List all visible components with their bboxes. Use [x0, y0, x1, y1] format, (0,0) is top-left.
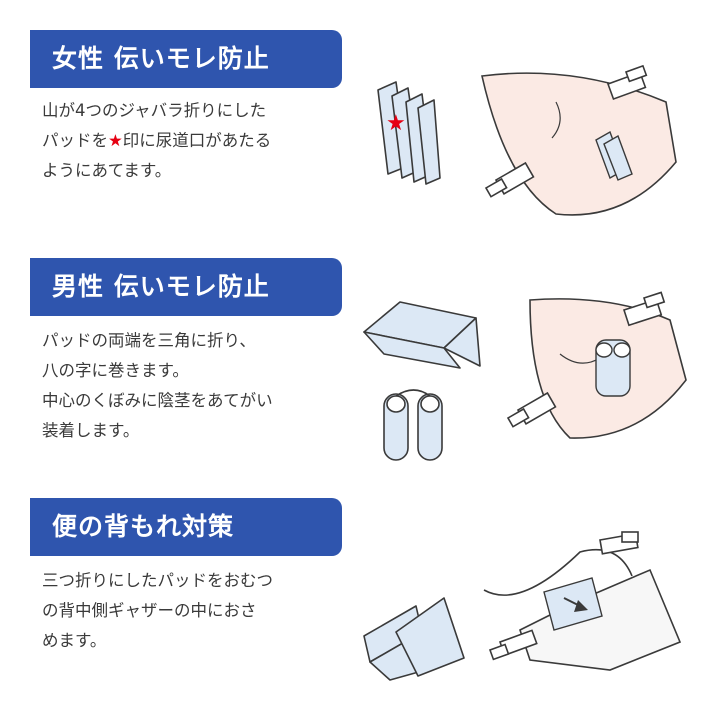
section-description-male: パッドの両端を三角に折り、 八の字に巻きます。 中心のくぼみに陰茎をあてがい 装…: [42, 326, 342, 446]
section-title-female: 女性 伝いモレ防止: [30, 30, 342, 88]
triangle-pad-icon: [363, 301, 481, 369]
rolled-pad-icon: [383, 389, 443, 461]
desc-line: 装着します。: [42, 421, 140, 440]
section-description-female: 山が4つのジャバラ折りにした パッドを★印に尿道口があたる ようにあてます。: [42, 96, 342, 186]
section-description-back: 三つ折りにしたパッドをおむつ の背中側ギャザーの中におさ めます。: [42, 566, 342, 656]
star-icon: ★: [386, 111, 406, 136]
desc-line: めます。: [42, 631, 107, 650]
star-mark: ★: [108, 131, 123, 150]
section-title-back: 便の背もれ対策: [30, 498, 342, 556]
female-body-with-pad-icon: [481, 64, 677, 216]
section-title-male: 男性 伝いモレ防止: [30, 258, 342, 316]
desc-line: 八の字に巻きます。: [42, 361, 189, 380]
desc-line: 中心のくぼみに陰茎をあてがい: [42, 391, 273, 410]
desc-line: 山が4つのジャバラ折りにした: [42, 101, 267, 120]
desc-line: ようにあてます。: [42, 161, 172, 180]
desc-line: パッドを★印に尿道口があたる: [42, 126, 342, 156]
diaper-back-icon: [483, 531, 682, 671]
desc-text: パッドを: [42, 131, 108, 150]
desc-line: パッドの両端を三角に折り、: [42, 331, 256, 350]
folded-pad-icon: [363, 597, 465, 681]
desc-text: 印に尿道口があたる: [122, 131, 272, 150]
desc-line: の背中側ギャザーの中におさ: [42, 601, 257, 620]
desc-line: 三つ折りにしたパッドをおむつ: [42, 571, 273, 590]
accordion-pad-icon: ★: [377, 81, 441, 185]
male-body-with-pad-icon: [506, 291, 687, 439]
